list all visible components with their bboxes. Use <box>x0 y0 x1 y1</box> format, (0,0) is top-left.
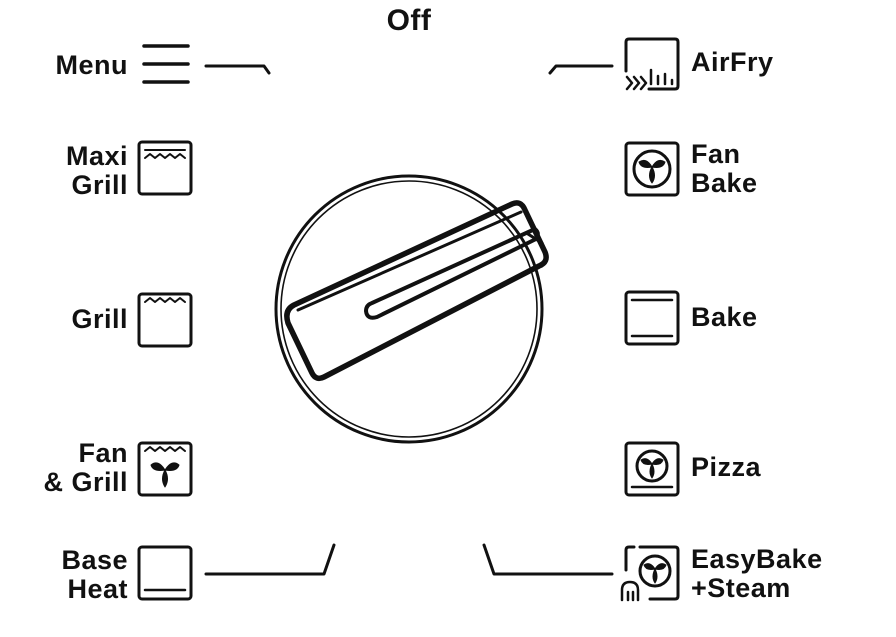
easybake-steam-label: EasyBake +Steam <box>691 544 823 603</box>
pizza-icon <box>624 441 680 497</box>
airfry-label: AirFry <box>691 47 774 77</box>
off-label: Off <box>386 4 432 37</box>
dial-pointer-groove <box>364 227 540 320</box>
maxi-grill-icon <box>137 140 193 196</box>
base-heat-icon <box>137 545 193 601</box>
dial-knob <box>274 174 549 444</box>
bake-icon <box>624 290 680 346</box>
pizza-label: Pizza <box>691 452 762 482</box>
dial-inner-ring <box>280 180 538 438</box>
fan-bake-label: Fan Bake <box>691 139 758 198</box>
dial-pointer <box>284 200 549 382</box>
maxi-grill-label: Maxi Grill <box>65 141 128 200</box>
grill-icon <box>137 292 193 348</box>
menu-lines-icon <box>142 44 190 84</box>
fan-bake-icon <box>624 141 680 197</box>
base-heat-label: Base Heat <box>61 545 128 604</box>
menu-leader-line <box>204 64 271 75</box>
dial-pointer-highlight <box>296 210 523 312</box>
grill-label: Grill <box>71 304 128 334</box>
easybake-leader-line <box>482 543 614 576</box>
fan-grill-icon <box>137 441 193 497</box>
airfry-leader-line <box>548 64 614 75</box>
easybake-steam-icon <box>620 545 680 602</box>
bake-label: Bake <box>691 302 758 332</box>
dial-outer-ring <box>274 174 544 444</box>
menu-label: Menu <box>55 50 128 80</box>
airfry-icon <box>624 37 680 91</box>
base-heat-leader-line <box>204 543 336 576</box>
fan-grill-label: Fan & Grill <box>43 438 128 497</box>
